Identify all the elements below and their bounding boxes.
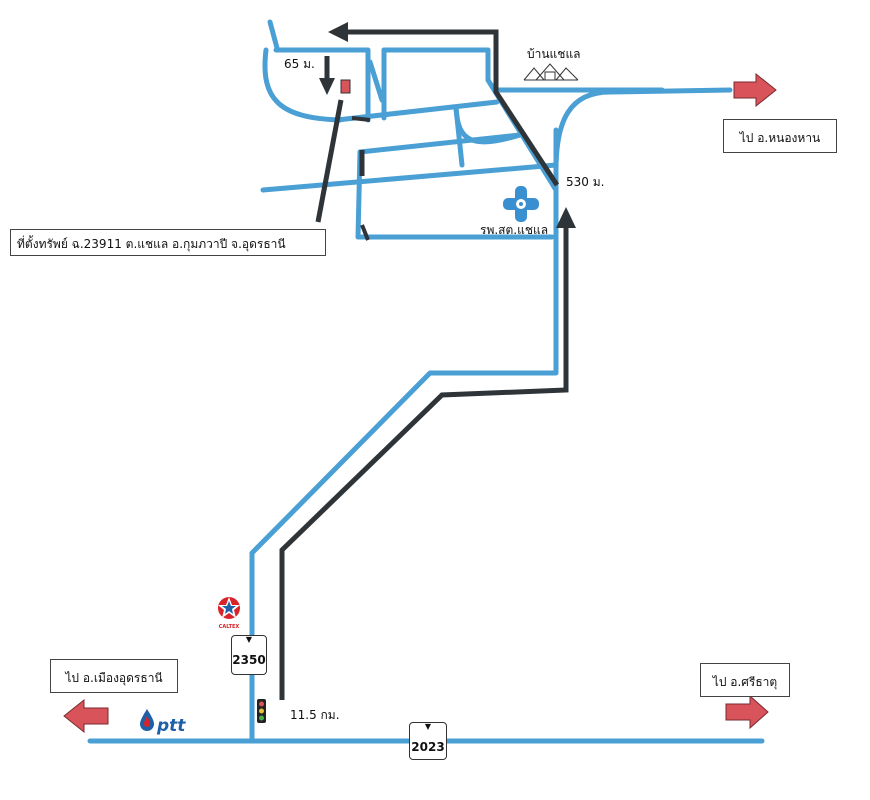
road-middle-2	[357, 132, 523, 155]
road-inner-small	[367, 59, 385, 103]
road-north-spur	[267, 19, 280, 51]
road-marker	[351, 116, 371, 122]
ptt-text: ptt	[156, 716, 186, 736]
road-middle	[334, 99, 500, 123]
shield-chevron-icon: ▼	[424, 722, 432, 731]
highway-2350-number: 2350	[232, 653, 266, 667]
road-west-loop	[273, 47, 371, 123]
arrow-left-mueang-icon	[63, 698, 109, 734]
to-si-that-label: ไป อ.ศรีธาตุ	[700, 663, 790, 697]
temple-roof-icon	[523, 63, 579, 81]
property-location-label: ที่ตั้งทรัพย์ ฉ.23911 ต.แชแล อ.กุมภวาปี …	[10, 229, 326, 256]
caltex-star-icon	[218, 597, 240, 619]
highway-2023-number: 2023	[411, 740, 445, 754]
arrow-right-si-that-icon	[725, 694, 769, 730]
route-arrow-down-icon	[319, 78, 335, 95]
route-arrow-left-icon	[328, 22, 348, 42]
to-nong-han-label: ไป อ.หนองหาน	[723, 119, 837, 153]
direction-arrows	[63, 72, 777, 734]
highway-2350-road	[249, 207, 559, 744]
road-west-curve	[262, 47, 343, 123]
road-bottom-block	[355, 149, 555, 240]
route-main-line	[279, 225, 569, 700]
distance-65m-label: 65 ม.	[284, 57, 315, 71]
road-east-curve	[553, 87, 733, 173]
road-marker	[360, 224, 370, 241]
highway-2350-shield: ▼ 2350	[231, 635, 267, 675]
property-marker-icon	[340, 79, 351, 94]
hospital-cross-icon	[503, 186, 539, 222]
route-to-property-line	[315, 99, 344, 223]
route-path	[279, 29, 569, 700]
caltex-text: CALTEX	[219, 624, 240, 630]
distance-530m-label: 530 ม.	[566, 175, 604, 189]
ptt-drop-icon	[140, 709, 154, 731]
route-arrow-up-icon	[556, 207, 576, 228]
road-network	[87, 19, 765, 744]
to-mueang-udon-label: ไป อ.เมืองอุดรธานี	[50, 659, 178, 693]
traffic-light-icon	[257, 699, 266, 723]
hospital-label: รพ.สต.แชแล	[480, 223, 548, 237]
highway-2023-shield: ▼ 2023	[409, 722, 447, 760]
arrow-right-nong-han-icon	[733, 72, 777, 108]
distance-11-5km-label: 11.5 กม.	[290, 708, 340, 722]
road-inner-vertical	[453, 105, 465, 168]
village-label: บ้านแชแล	[527, 47, 581, 61]
route-upper-line	[345, 29, 560, 187]
road-top-long	[260, 162, 559, 193]
shield-chevron-icon: ▼	[245, 635, 253, 644]
